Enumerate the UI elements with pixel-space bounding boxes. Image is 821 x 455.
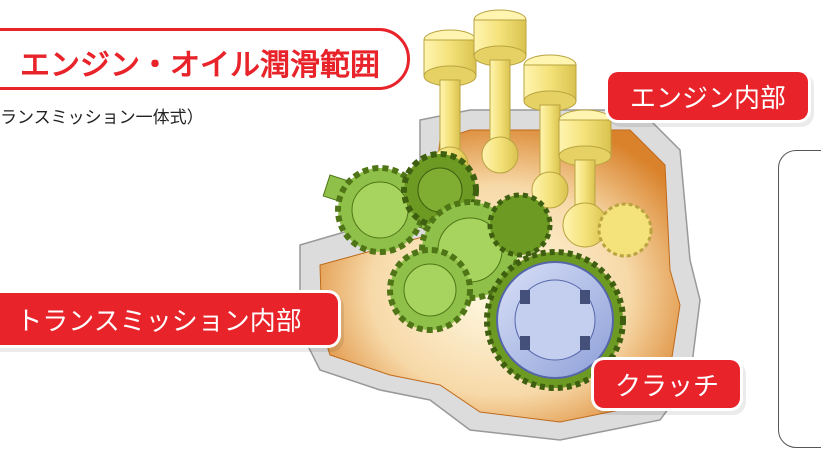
- piston-icon: [423, 9, 653, 258]
- side-panel-frame: [778, 150, 821, 448]
- label-clutch: クラッチ: [594, 360, 740, 408]
- title-pill-border: [0, 28, 410, 90]
- gear-icon: [322, 151, 553, 333]
- clutch-icon: [484, 249, 626, 391]
- subtitle: ランスミッション一体式）: [0, 108, 204, 128]
- page-title: エンジン・オイル潤滑範囲: [20, 48, 380, 83]
- label-transmission-interior: トランスミッション内部: [0, 293, 338, 345]
- label-engine-interior: エンジン内部: [608, 72, 808, 120]
